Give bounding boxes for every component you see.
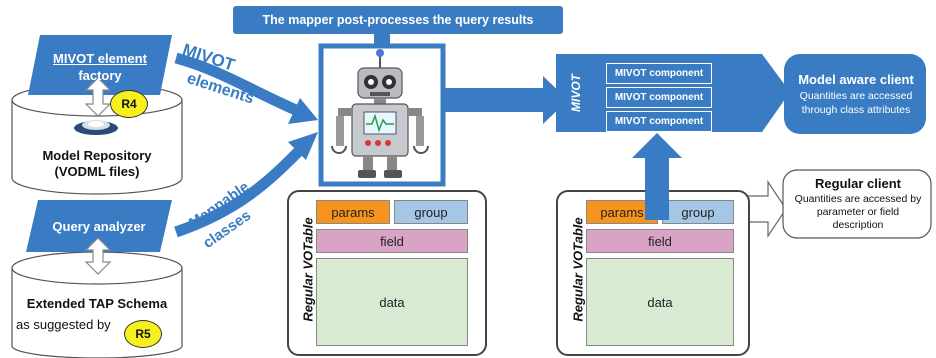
field-cell: field	[586, 229, 734, 253]
params-cell: params	[316, 200, 390, 224]
votable-to-mivot-stem-overlay	[645, 186, 669, 220]
votable-left-side-label: Regular VOTable	[300, 217, 316, 322]
schema-label-1: Extended TAP Schema	[26, 296, 168, 311]
query-analyzer-label: Query analyzer	[52, 219, 146, 234]
factory-label-1: MIVOT element	[53, 51, 147, 66]
model-client-desc-1: Quantities are accessed	[799, 90, 913, 102]
repository-label-2: (VODML files)	[54, 164, 140, 179]
votable-right-side-label: Regular VOTable	[570, 217, 586, 322]
classes-arrowhead	[288, 132, 318, 160]
model-client-desc-2: through class attributes	[801, 104, 911, 116]
group-cell: group	[394, 200, 468, 224]
robot-icon	[331, 49, 429, 178]
factory-label-2: factory	[78, 68, 122, 83]
regular-client-desc-2: parameter or field	[816, 206, 900, 218]
mivot-factory-shape	[28, 35, 172, 95]
mapper-to-mivot-arrowhead	[543, 76, 568, 124]
elements-arrow	[174, 52, 299, 116]
regular-client-desc-1: Quantities are accessed by	[794, 193, 922, 205]
mivot-component-1: MIVOT component	[606, 63, 712, 84]
r5-badge: R5	[124, 320, 162, 348]
schema-label-2: as suggested by	[16, 317, 111, 332]
banner-title: The mapper post-processes the query resu…	[262, 13, 534, 27]
mivot-shape	[556, 54, 790, 132]
field-cell: field	[316, 229, 468, 253]
data-cell: data	[316, 258, 468, 346]
model-client-shape	[784, 54, 926, 134]
r4-badge: R4	[110, 90, 148, 118]
mapper-to-mivot-arrow	[445, 88, 545, 112]
classes-arrow	[174, 146, 304, 238]
mivot-side-label: MIVOT	[569, 74, 583, 112]
elements-arrowhead	[288, 98, 318, 124]
mivot-component-3: MIVOT component	[606, 111, 712, 132]
model-client-title: Model aware client	[798, 72, 914, 87]
votable-to-mivot-arrowhead	[632, 133, 682, 158]
regular-client-shape	[782, 169, 932, 239]
double-arrow-icon	[84, 237, 112, 275]
repository-label-1: Model Repository	[42, 148, 152, 163]
regular-client-desc-3: description	[832, 219, 884, 231]
regular-client-title: Regular client	[815, 176, 901, 191]
banner	[233, 6, 563, 34]
database-logo-icon	[74, 120, 118, 135]
double-arrow-icon	[84, 77, 112, 117]
group-cell: group	[662, 200, 734, 224]
mivot-component-2: MIVOT component	[606, 87, 712, 108]
banner-stem	[374, 32, 390, 46]
query-analyzer-shape	[26, 200, 172, 252]
data-cell: data	[586, 258, 734, 346]
